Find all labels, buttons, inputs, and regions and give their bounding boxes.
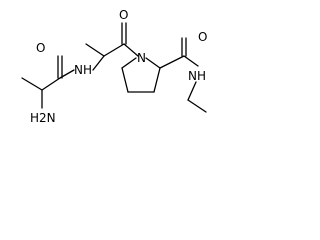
bonds-left-residue bbox=[21, 55, 75, 109]
bond-methyl-mid bbox=[85, 43, 105, 57]
bonds-middle-residue bbox=[85, 22, 139, 71]
bond-ethyl bbox=[187, 99, 207, 113]
chemical-structure-diagram: O NH H2N O N O NH bbox=[21, 8, 207, 125]
bond-nh-alpha-mid bbox=[92, 55, 105, 71]
bond-ring-c5-n bbox=[121, 57, 137, 69]
bond-ring-n-c2 bbox=[145, 57, 161, 69]
atom-nh-right: NH bbox=[188, 69, 206, 83]
atom-o-left: O bbox=[36, 41, 45, 55]
atom-nh-left: NH bbox=[74, 63, 92, 77]
bond-amide-left bbox=[59, 69, 75, 79]
atom-nh2: H2N bbox=[30, 111, 56, 125]
bond-amide-right bbox=[183, 55, 199, 67]
bonds-proline-ring bbox=[121, 55, 185, 93]
atom-o-right: O bbox=[198, 30, 207, 44]
atom-o-center: O bbox=[119, 8, 128, 22]
bond-ring-c4-c5 bbox=[121, 67, 129, 93]
bond-n-ethyl bbox=[187, 81, 197, 101]
bond-methyl-left bbox=[21, 77, 43, 91]
bond-carbonyl-n-ring bbox=[123, 43, 139, 57]
bond-alpha-carbonyl-mid bbox=[103, 43, 125, 57]
atom-n-ring: N bbox=[137, 51, 146, 65]
bond-alpha-left bbox=[41, 77, 61, 91]
bond-c2-carbonyl-right bbox=[159, 55, 185, 69]
bonds-ethyl-amide bbox=[181, 37, 207, 113]
atom-labels: O NH H2N O N O NH bbox=[30, 8, 207, 125]
bond-ring-c2-c3 bbox=[153, 67, 161, 93]
